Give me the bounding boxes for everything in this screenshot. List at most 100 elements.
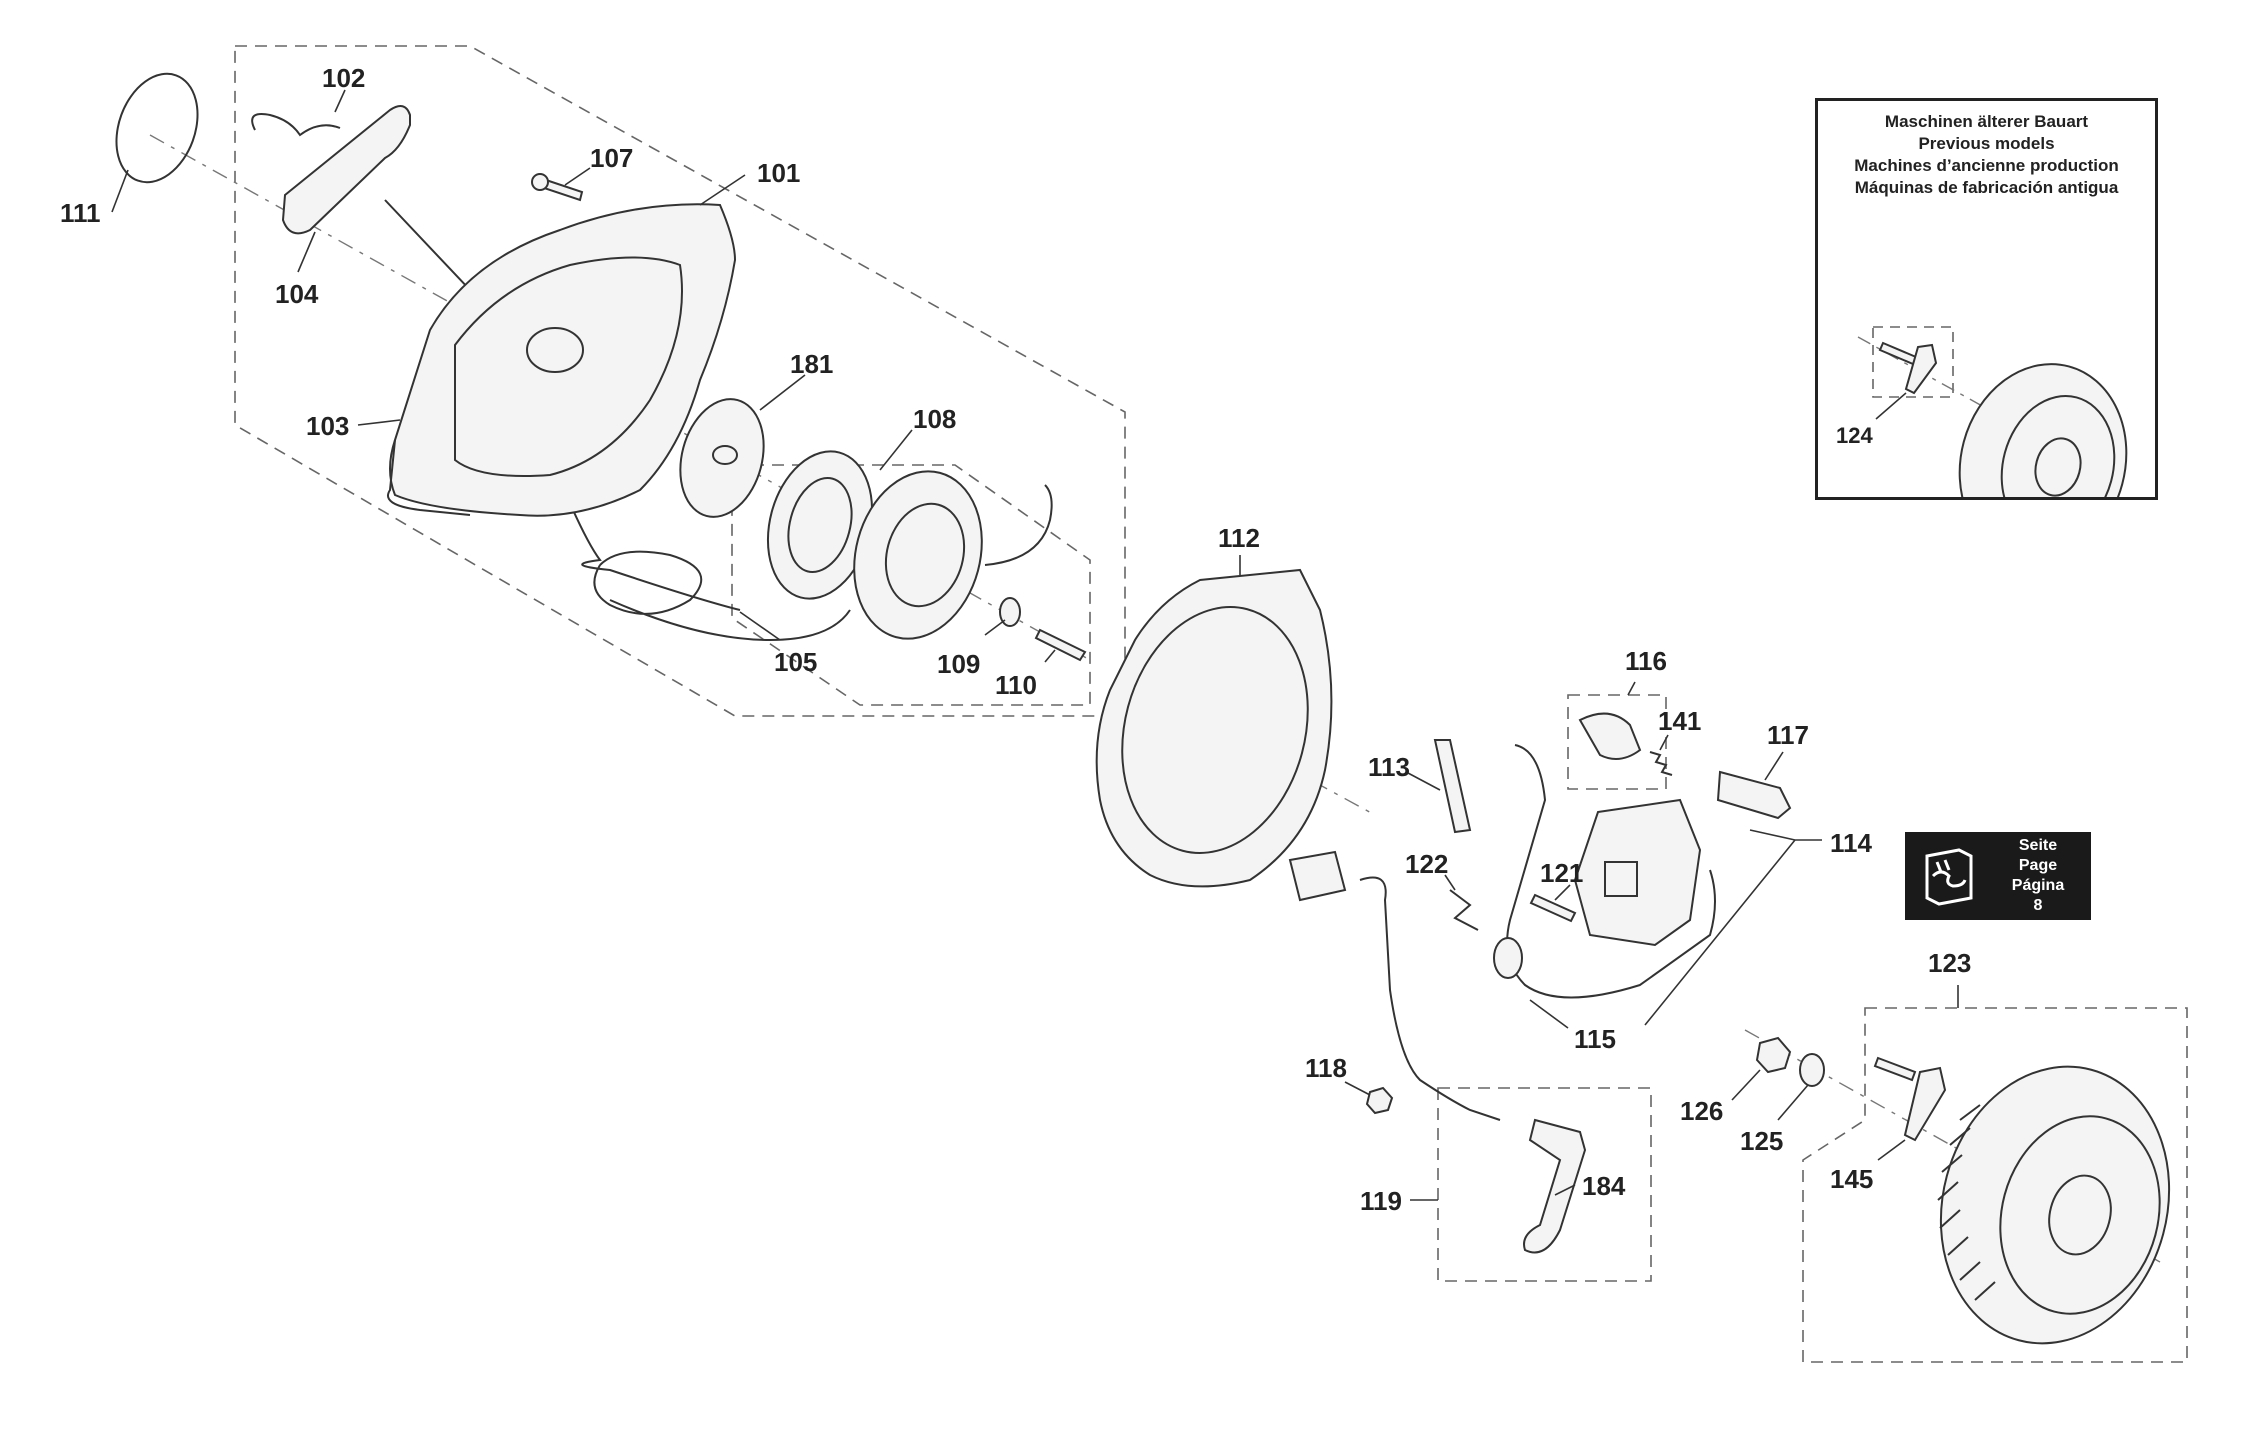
cap-spring-141-part xyxy=(1649,751,1673,776)
label-108: 108 xyxy=(913,404,956,434)
old-flywheel-hub-part xyxy=(2034,437,2082,497)
switch-connector-part xyxy=(1288,850,1347,902)
leader-107 xyxy=(564,167,591,186)
o-ring-part xyxy=(115,72,199,184)
label-112: 112 xyxy=(1218,523,1260,553)
ignition-lead-part xyxy=(1506,744,1716,999)
pulley-group-outline xyxy=(731,464,1091,706)
screw-107-head-part xyxy=(531,173,549,191)
leader-181 xyxy=(759,374,806,411)
lead-grommet-115-part xyxy=(1493,937,1523,979)
previous-models-title: Maschinen älterer Bauart Previous models… xyxy=(1818,111,2155,199)
flywheel-hub-part xyxy=(2048,1174,2112,1256)
label-121: 121 xyxy=(1540,858,1583,888)
page-reference-text: Seite Page Página 8 xyxy=(1995,836,2081,916)
leader-115 xyxy=(1529,999,1569,1029)
screw-110-part xyxy=(1034,628,1087,662)
washer-181-part xyxy=(679,398,765,518)
rewind-spring-inner-part xyxy=(787,476,853,574)
flywheel-group-outline xyxy=(1802,1007,2188,1363)
leader-110 xyxy=(1044,649,1056,663)
label-117: 117 xyxy=(1767,720,1809,750)
old-label-124: 124 xyxy=(1836,423,1873,448)
grip-loop-part xyxy=(251,113,341,137)
rope-rotor-inner-part xyxy=(884,502,966,608)
leader-116 xyxy=(1627,681,1636,696)
page-ref-number: 8 xyxy=(2033,897,2043,914)
leader-122 xyxy=(1444,874,1456,891)
label-102: 102 xyxy=(322,63,365,93)
leader-114 xyxy=(1644,829,1822,1026)
leader-145 xyxy=(1877,1139,1906,1161)
legend-line-fr: Machines d’ancienne production xyxy=(1854,156,2119,175)
previous-models-drawing: 124 xyxy=(1836,326,2129,497)
label-104: 104 xyxy=(275,279,319,309)
housing-grille-part xyxy=(454,256,683,477)
label-123: 123 xyxy=(1928,948,1971,978)
label-184: 184 xyxy=(1582,1171,1626,1201)
flywheel-fins-part xyxy=(1937,1104,1996,1301)
spark-plug-part xyxy=(1716,770,1792,820)
old-leader-124 xyxy=(1875,392,1907,420)
label-122: 122 xyxy=(1405,849,1448,879)
label-145: 145 xyxy=(1830,1164,1873,1194)
label-181: 181 xyxy=(790,349,833,379)
label-125: 125 xyxy=(1740,1126,1783,1156)
leader-104 xyxy=(297,231,316,273)
spark-plug-cap-part xyxy=(1578,712,1642,760)
label-107: 107 xyxy=(590,143,633,173)
rope-rotor-part xyxy=(853,470,983,640)
legend-line-de: Maschinen älterer Bauart xyxy=(1884,112,2089,131)
label-110: 110 xyxy=(995,670,1037,700)
pawl-pin-part xyxy=(1873,1056,1917,1082)
sleeve-part xyxy=(1433,739,1472,834)
previous-models-box: Maschinen älterer Bauart Previous models… xyxy=(1815,98,2158,500)
leader-105 xyxy=(739,611,781,641)
fan-housing-part xyxy=(1095,568,1333,888)
label-109: 109 xyxy=(937,649,980,679)
leader-109 xyxy=(984,619,1006,636)
label-113: 113 xyxy=(1368,752,1410,782)
old-pawl-part xyxy=(1904,343,1938,395)
label-115: 115 xyxy=(1574,1024,1616,1054)
label-105: 105 xyxy=(774,647,817,677)
ground-contact-184-part xyxy=(1523,1118,1587,1254)
label-101: 101 xyxy=(757,158,800,188)
old-pin-part xyxy=(1878,341,1918,366)
screw-121-part xyxy=(1529,893,1577,923)
page-ref-line-en: Page xyxy=(2018,857,2058,874)
old-flywheel-face-part xyxy=(2000,395,2116,497)
leader-121 xyxy=(1554,884,1571,901)
leader-102 xyxy=(334,89,346,113)
label-118: 118 xyxy=(1305,1053,1347,1083)
page-ref-line-es: Página xyxy=(2011,877,2065,894)
washer-109-part xyxy=(999,597,1021,627)
switch-group-outline xyxy=(1567,694,1667,790)
leader-103 xyxy=(357,419,401,426)
housing-hub-part xyxy=(526,327,584,373)
legend-line-es: Máquinas de fabricación antigua xyxy=(1854,178,2119,197)
page-ref-line-de: Seite xyxy=(2018,837,2058,854)
rope-coil-part xyxy=(593,550,851,642)
leader-118 xyxy=(1344,1081,1371,1096)
nut-118-part xyxy=(1365,1086,1394,1115)
label-119: 119 xyxy=(1360,1186,1402,1216)
label-114: 114 xyxy=(1830,828,1872,858)
page-reference-badge[interactable]: Seite Page Página 8 xyxy=(1905,832,2091,920)
grip-part xyxy=(281,105,411,235)
legend-line-en: Previous models xyxy=(1918,134,2055,153)
label-111: 111 xyxy=(60,198,101,228)
leader-141 xyxy=(1659,734,1669,751)
label-141: 141 xyxy=(1658,706,1701,736)
short-circuit-wire-part xyxy=(1359,876,1501,1121)
pawl-145-part xyxy=(1903,1066,1947,1142)
leader-108 xyxy=(879,429,913,471)
spring-clip-122-part xyxy=(1449,889,1479,931)
nut-126-part xyxy=(1755,1036,1792,1074)
washer-125-part xyxy=(1799,1053,1825,1087)
leader-184 xyxy=(1554,1184,1576,1196)
housing-flange-part xyxy=(387,439,471,516)
leader-113 xyxy=(1407,772,1441,791)
washer-181-hole-part xyxy=(712,445,738,465)
